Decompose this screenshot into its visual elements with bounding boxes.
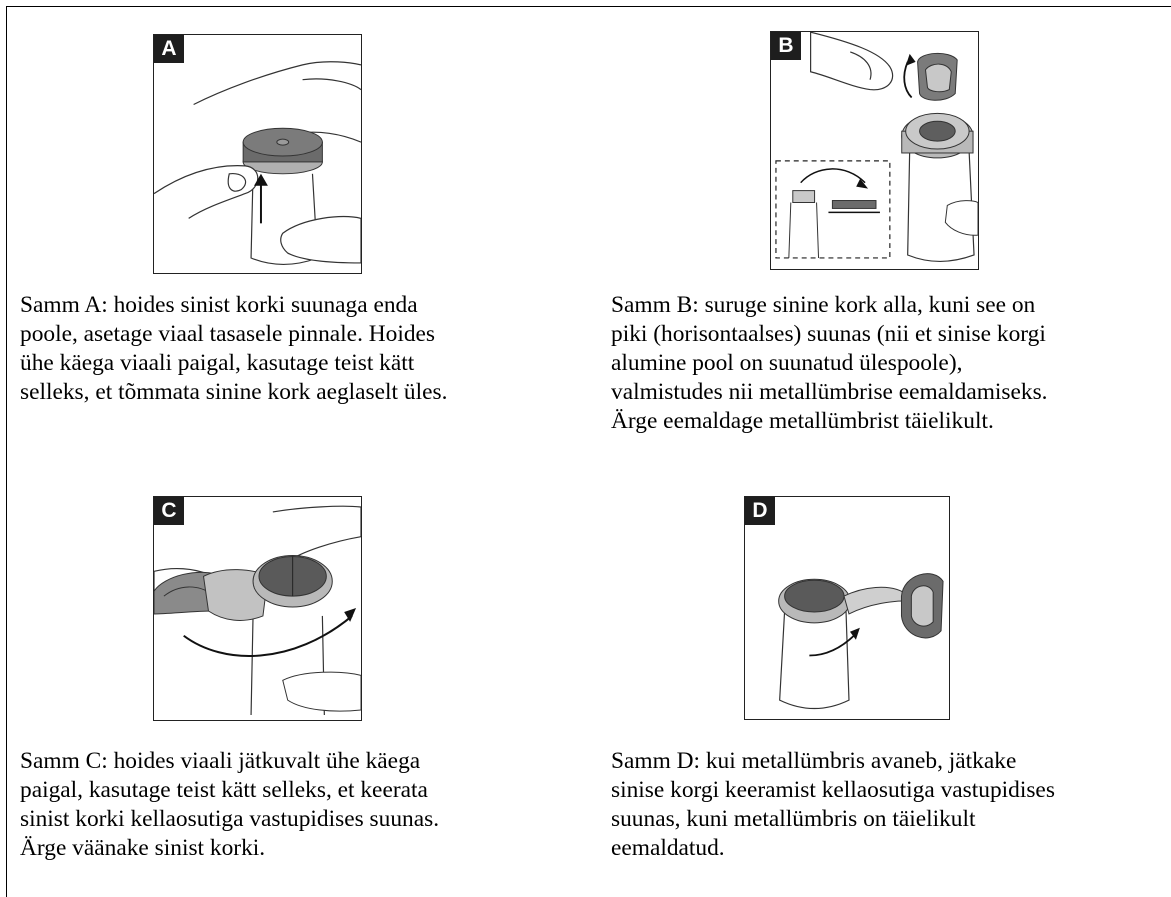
caption-line: alumine pool on suunatud ülespoole), [611, 349, 1048, 378]
caption-line: selleks, et tõmmata sinine kork aeglasel… [20, 378, 447, 407]
step-b-caption: Samm B: suruge sinine kork alla, kuni se… [611, 291, 1048, 436]
page-top-border [6, 6, 1171, 7]
step-a-caption: Samm A: hoides sinist korki suunaga enda… [20, 291, 447, 407]
caption-line: Ärge väänake sinist korki. [20, 834, 439, 863]
caption-line: Samm C: hoides viaali jätkuvalt ühe käeg… [20, 747, 439, 776]
caption-line: paigal, kasutage teist kätt selleks, et … [20, 776, 439, 805]
caption-line: piki (horisontaalses) suunas (nii et sin… [611, 320, 1048, 349]
step-b-drawing [771, 32, 978, 269]
illustration-step-c: C [153, 496, 362, 721]
caption-line: Ärge eemaldage metallümbrist täielikult. [611, 407, 1048, 436]
caption-line: suunas, kuni metallümbris on täielikult [611, 805, 1055, 834]
step-d-caption: Samm D: kui metallümbris avaneb, jätkake… [611, 747, 1055, 863]
caption-line: Samm A: hoides sinist korki suunaga enda [20, 291, 447, 320]
illustration-step-d: D [744, 496, 950, 720]
caption-line: sinise korgi keeramist kellaosutiga vast… [611, 776, 1055, 805]
step-b-badge: B [771, 32, 801, 60]
caption-line: eemaldatud. [611, 834, 1055, 863]
caption-line: sinist korki kellaosutiga vastupidises s… [20, 805, 439, 834]
step-d-badge: D [745, 497, 775, 525]
step-d-drawing [745, 497, 949, 719]
caption-line: Samm B: suruge sinine kork alla, kuni se… [611, 291, 1048, 320]
caption-line: ühe käega viaali paigal, kasutage teist … [20, 349, 447, 378]
step-a-badge: A [154, 35, 184, 63]
caption-line: poole, asetage viaal tasasele pinnale. H… [20, 320, 447, 349]
step-c-badge: C [154, 497, 184, 525]
illustration-step-b: B [770, 31, 979, 270]
step-a-drawing [154, 35, 361, 273]
step-c-drawing [154, 497, 361, 720]
caption-line: Samm D: kui metallümbris avaneb, jätkake [611, 747, 1055, 776]
page-left-border [6, 6, 7, 897]
caption-line: valmistudes nii metallümbrise eemaldamis… [611, 378, 1048, 407]
illustration-step-a: A [153, 34, 362, 274]
step-c-caption: Samm C: hoides viaali jätkuvalt ühe käeg… [20, 747, 439, 863]
